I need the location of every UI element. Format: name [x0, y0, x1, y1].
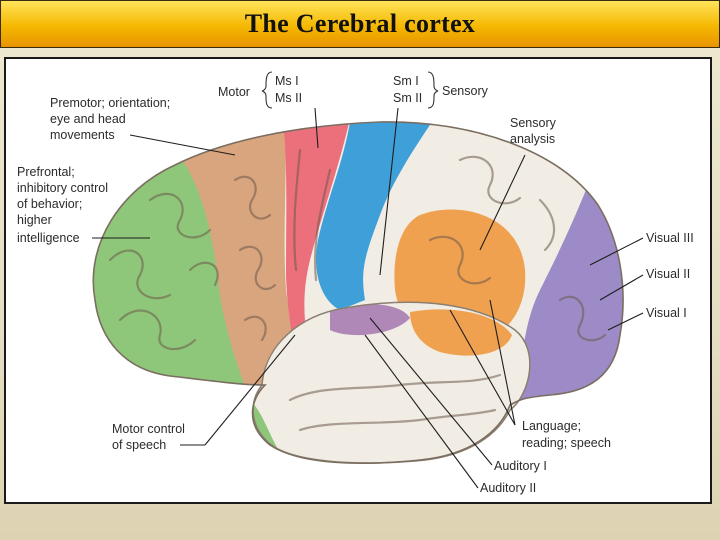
- label-visual-1: Visual I: [646, 306, 687, 320]
- brain-outline: [92, 121, 624, 465]
- label-visual-2: Visual II: [646, 267, 690, 281]
- label-ms1: Ms I: [275, 74, 299, 88]
- label-motor-speech-1: Motor control: [112, 422, 185, 436]
- premotor-area: [175, 121, 305, 400]
- label-prefrontal-1: Prefrontal;: [17, 165, 75, 179]
- label-sensory-analysis-2: analysis: [510, 132, 555, 146]
- leader-lines: [92, 107, 644, 489]
- language-area: [410, 309, 512, 356]
- visual-area: [520, 180, 624, 400]
- slide-title: The Cerebral cortex: [244, 9, 476, 38]
- label-sensory: Sensory: [442, 84, 489, 98]
- auditory-area: [330, 304, 410, 336]
- label-premotor-2: eye and head: [50, 112, 126, 126]
- labels: Premotor; orientation; eye and head move…: [17, 74, 694, 495]
- label-auditory-2: Auditory II: [480, 481, 536, 495]
- label-language-1: Language;: [522, 419, 581, 433]
- label-prefrontal-5: intelligence: [17, 231, 80, 245]
- label-motor-speech-2: of speech: [112, 438, 166, 452]
- temporal-gyri: [288, 373, 502, 432]
- label-sm1: Sm I: [393, 74, 419, 88]
- label-sensory-analysis-1: Sensory: [510, 116, 557, 130]
- label-motor: Motor: [218, 85, 250, 99]
- label-auditory-1: Auditory I: [494, 459, 547, 473]
- label-premotor-3: movements: [50, 128, 115, 142]
- label-premotor-1: Premotor; orientation;: [50, 96, 170, 110]
- label-prefrontal-4: higher: [17, 213, 52, 227]
- label-language-2: reading; speech: [522, 436, 611, 450]
- label-sm2: Sm II: [393, 91, 422, 105]
- sensory-area: [316, 121, 440, 310]
- motor-bracket: [261, 71, 273, 109]
- temporal-lobe: [253, 302, 530, 463]
- label-prefrontal-2: inhibitory control: [17, 181, 108, 195]
- label-prefrontal-3: of behavior;: [17, 197, 82, 211]
- label-visual-3: Visual III: [646, 231, 694, 245]
- gyri-texture: [108, 148, 607, 351]
- motor-area: [282, 121, 352, 380]
- label-ms2: Ms II: [275, 91, 302, 105]
- title-bar: The Cerebral cortex: [0, 0, 720, 48]
- sensory-bracket: [427, 71, 439, 109]
